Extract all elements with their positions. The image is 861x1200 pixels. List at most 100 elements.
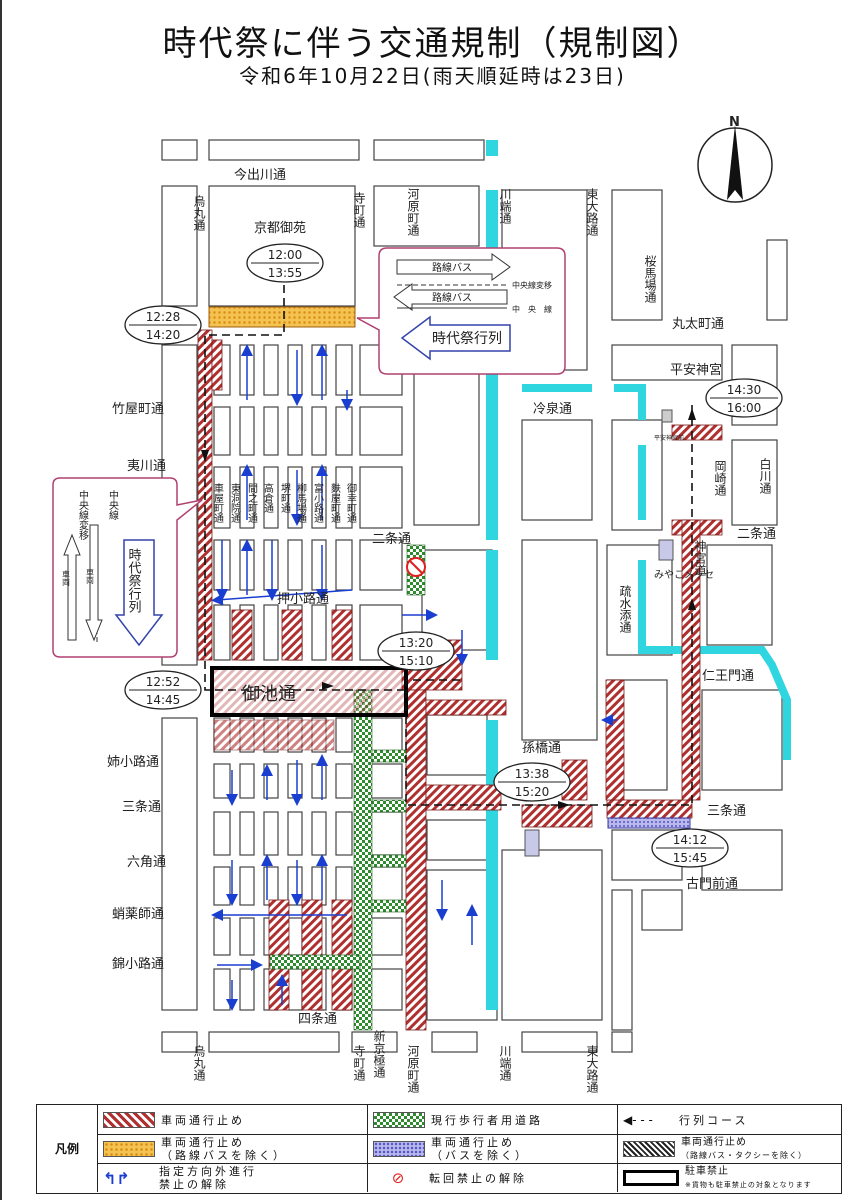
legend-turn-release-sub: 禁止の解除 — [159, 1178, 229, 1191]
city-block — [373, 185, 480, 247]
vlabel-sosui: 疏水添通 — [618, 584, 632, 633]
city-block — [335, 466, 353, 529]
city-block — [263, 866, 279, 906]
turn-release-icon: ↰↱ — [103, 1168, 130, 1188]
city-block — [263, 811, 279, 856]
city-block — [239, 811, 255, 856]
legend-no-vehicle-bus: 車両通行止め（路線バスを除く） — [103, 1135, 287, 1163]
city-block — [335, 539, 353, 591]
vlabel-karasuma: 烏丸通 — [192, 195, 206, 231]
one-way-arrows — [211, 344, 617, 1011]
city-block — [263, 344, 279, 396]
inset-left-parade: 時代祭行列 — [126, 548, 142, 614]
time-start: 14:12 — [673, 833, 708, 847]
inset-parade: 時代祭行列 — [432, 331, 502, 347]
legend-turn-release: ↰↱ 指定方向外進行禁止の解除 — [103, 1164, 257, 1192]
inner-street-label: 車屋町通 — [212, 482, 224, 523]
city-block — [311, 539, 327, 591]
city-block — [335, 717, 353, 753]
label-anekoji: 姉小路通 — [107, 754, 159, 770]
city-block — [161, 185, 198, 307]
legend-parade-course-text: 行列コース — [679, 1113, 749, 1127]
city-block — [501, 849, 603, 1021]
city-block — [287, 406, 303, 456]
time-start: 14:30 — [727, 383, 762, 397]
vlabel-shirakawa: 白川通 — [758, 457, 772, 494]
time-start: 13:38 — [515, 767, 550, 781]
city-block — [413, 344, 480, 526]
city-block — [287, 466, 303, 529]
legend-no-vehicle-black: 車両通行止め （路線バス・タクシーを除く） — [623, 1135, 807, 1163]
city-block — [161, 1031, 198, 1053]
inset-left-car2: 車両 — [86, 567, 95, 585]
legend-title: 凡例 — [37, 1105, 98, 1192]
time-end: 15:10 — [399, 654, 434, 668]
legend-no-vehicle-black-text: 車両通行止め — [681, 1137, 747, 1148]
vlabel-teramachi: 寺町通 — [352, 192, 366, 228]
city-block — [359, 406, 403, 456]
city-block — [426, 819, 488, 861]
city-block — [213, 968, 231, 1011]
city-block — [701, 689, 783, 791]
label-heian-small: 平安神宮前 — [654, 434, 684, 442]
heian-marker — [661, 409, 673, 423]
vlabel-sakuranobaba: 桜馬場通 — [643, 255, 657, 303]
vlabel-okazaki: 岡崎通 — [713, 460, 727, 496]
vlabel-kawabata: 川端通 — [498, 188, 512, 224]
map-title: 時代祭に伴う交通規制（規制図） — [162, 24, 703, 64]
city-block — [311, 344, 327, 396]
city-block — [521, 1031, 598, 1053]
inset-left: 中央線変移 中央線 車両 車両 時代祭行列 — [52, 477, 203, 658]
sanjo-marker — [524, 829, 540, 857]
parade-course-legend-icon: ◀- - - — [623, 1113, 653, 1127]
north-label: N — [729, 115, 740, 130]
inset-left-shift: 中央線変移 — [77, 489, 89, 541]
city-block — [766, 239, 788, 321]
label-sanjo-east: 三条通 — [707, 803, 746, 819]
inner-street-label: 富小路通 — [312, 482, 324, 523]
city-block — [335, 344, 353, 396]
time-end: 15:20 — [515, 785, 550, 799]
city-block — [521, 539, 598, 741]
time-end: 13:55 — [268, 266, 303, 280]
time-badges: 12:0013:5512:2814:2014:3016:0013:2015:10… — [124, 243, 783, 868]
label-ebisugawa: 夷川通 — [127, 458, 166, 474]
street-labels: 今出川通 丸太町通 竹屋町通 夷川通 二条通 二条通 押小路通 御池通 姉小路通… — [107, 167, 776, 1027]
city-block — [311, 866, 327, 906]
city-block — [426, 714, 488, 776]
inset-left-center: 中央線 — [107, 489, 119, 520]
city-block — [335, 406, 353, 456]
sosui-canal — [522, 384, 791, 760]
city-block — [213, 466, 231, 529]
label-takeyamachi: 竹屋町通 — [112, 402, 164, 417]
city-block — [431, 1031, 478, 1053]
label-sanjo-ohashi: 孫橋通 — [522, 741, 561, 756]
city-block — [731, 439, 778, 526]
inner-street-label: 間之町通 — [246, 483, 258, 523]
city-block — [287, 811, 303, 856]
city-block — [351, 1031, 398, 1053]
city-block — [263, 763, 279, 799]
time-end: 15:45 — [673, 851, 708, 865]
inner-street-label: 東洞院通 — [229, 482, 241, 523]
label-gosho: 京都御苑 — [254, 221, 306, 236]
city-block — [311, 406, 327, 456]
legend-except-bus-sub: （バスを除く） — [431, 1149, 529, 1162]
legend-turn-release-text: 指定方向外進行 — [159, 1165, 257, 1178]
city-block — [335, 763, 353, 799]
uturn-release-legend-icon: ⊘ — [391, 1169, 405, 1187]
legend-no-vehicle-bus-sub: （路線バスを除く） — [161, 1149, 287, 1162]
time-badge-sanjo_jingu: 14:12 15:45 — [651, 828, 729, 868]
vlabel-shinkyogoku: 新京極通 — [372, 1029, 386, 1078]
time-start: 12:28 — [146, 310, 181, 324]
label-imadegawa: 今出川通 — [234, 167, 286, 183]
city-block — [611, 344, 723, 381]
city-block — [208, 139, 360, 161]
city-block — [287, 539, 303, 591]
city-block — [641, 889, 683, 931]
legend-no-vehicle-black-sub: （路線バス・タクシーを除く） — [681, 1151, 807, 1160]
legend-no-parking: 駐車禁止※貨物も駐車禁止の対象となります — [623, 1164, 812, 1192]
